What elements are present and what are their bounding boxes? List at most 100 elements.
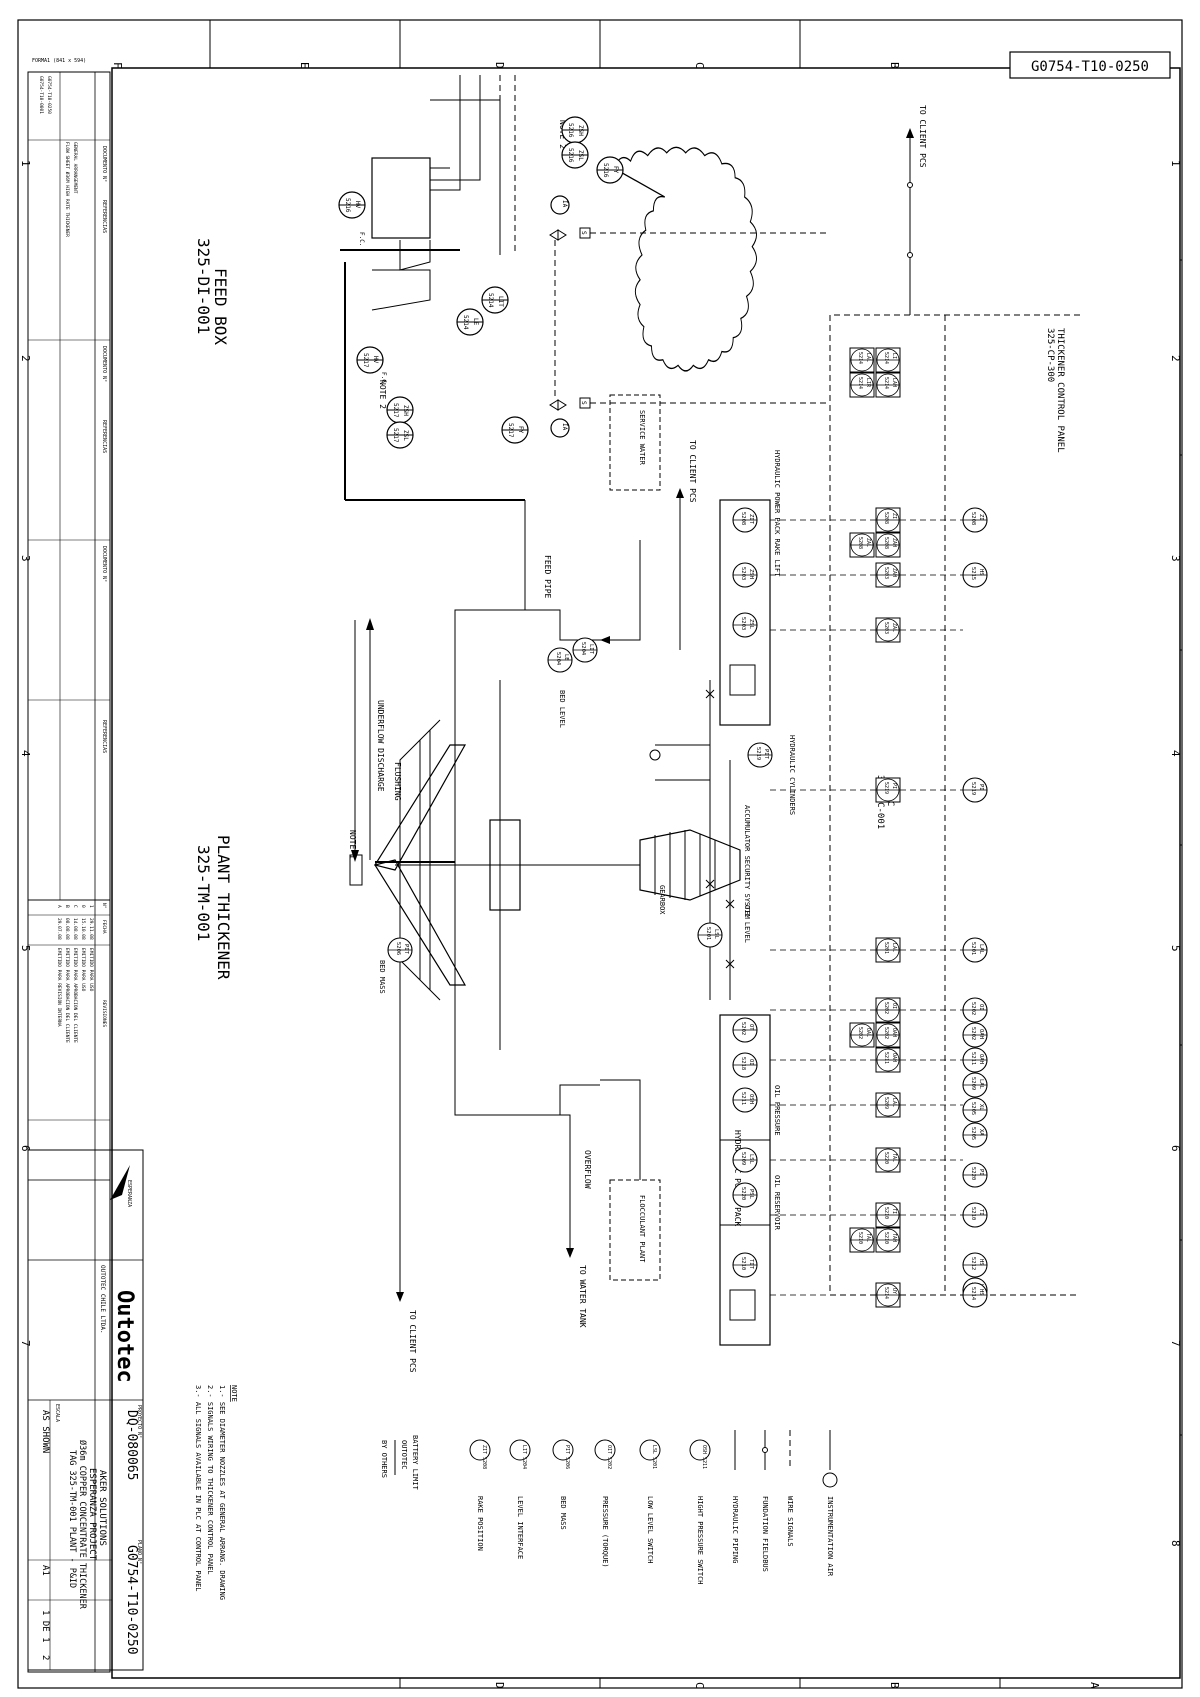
svg-text:5203: 5203: [883, 567, 889, 579]
equipment-labels: FEED BOX 325-DI-001 PLANT THICKENER 325-…: [194, 238, 233, 980]
svg-text:LSL: LSL: [748, 1154, 754, 1165]
svg-text:5220: 5220: [883, 1152, 889, 1164]
svg-text:5210: 5210: [883, 1207, 889, 1219]
svg-text:5220: 5220: [740, 1187, 746, 1200]
svg-text:THICKENER CONTROL PANEL: THICKENER CONTROL PANEL: [1055, 328, 1065, 453]
svg-text:BED MASS: BED MASS: [559, 1496, 567, 1530]
svg-text:5216: 5216: [344, 198, 351, 213]
svg-text:5219: 5219: [755, 747, 761, 760]
svg-text:HS: HS: [978, 1289, 984, 1296]
svg-text:PIT 5206: PIT 5206: [564, 1445, 570, 1469]
svg-text:5209: 5209: [883, 1097, 889, 1109]
title-block: ESPERANZA Outotec OUTOTEC CHILE LTDA. PR…: [27, 1149, 144, 1671]
svg-text:29.07.08: 29.07.08: [56, 918, 62, 940]
svg-text:5204: 5204: [555, 652, 561, 666]
svg-text:ZSH: ZSH: [748, 569, 754, 579]
svg-text:ESPERANZA PROJECT: ESPERANZA PROJECT: [87, 1468, 97, 1561]
svg-text:5210: 5210: [970, 1207, 976, 1220]
svg-text:BED LEVEL: BED LEVEL: [558, 690, 566, 728]
svg-text:A: A: [56, 905, 62, 908]
svg-text:ESPERANZA: ESPERANZA: [126, 1180, 132, 1207]
svg-text:5208: 5208: [883, 512, 889, 524]
svg-text:5203: 5203: [883, 622, 889, 634]
svg-text:5214: 5214: [487, 293, 494, 308]
svg-text:LAL: LAL: [891, 943, 897, 952]
svg-text:BATTERY LIMIT: BATTERY LIMIT: [411, 1435, 419, 1491]
svg-text:REFERENCIAS: REFERENCIAS: [101, 720, 107, 753]
svg-text:5214: 5214: [883, 377, 889, 389]
svg-text:B: B: [888, 62, 901, 69]
svg-text:OUTOTEC CHILE LTDA.: OUTOTEC CHILE LTDA.: [99, 1265, 106, 1334]
svg-text:TO WATER TANK: TO WATER TANK: [578, 1265, 587, 1328]
svg-text:5219: 5219: [970, 782, 976, 795]
svg-text:5212: 5212: [970, 1257, 976, 1270]
svg-text:OAH: OAH: [891, 1028, 897, 1037]
notes: NOTE 1.- SEE DIAMETER NOZZLES AT GENERAL…: [194, 1385, 238, 1600]
hydraulic-piping: [705, 680, 735, 1000]
svg-text:EMITIDO PARA APROBACION DEL CL: EMITIDO PARA APROBACION DEL CLIENTE: [64, 948, 70, 1043]
battery-limit: BATTERY LIMIT OUTOTEC BY OTHERS: [380, 1435, 419, 1491]
svg-text:5214: 5214: [970, 1287, 976, 1301]
svg-text:4: 4: [19, 750, 32, 757]
feed-box-valves: S S: [549, 227, 830, 411]
legend-wire-signals: WIRE SIGNALS: [786, 1430, 794, 1547]
svg-text:FEED PIPE: FEED PIPE: [543, 555, 552, 599]
svg-text:BY OTHERS: BY OTHERS: [380, 1440, 388, 1478]
svg-text:5215: 5215: [970, 567, 976, 580]
svg-text:5217: 5217: [507, 423, 514, 438]
svg-text:REVISIONES: REVISIONES: [101, 1000, 107, 1027]
svg-text:G0754-T10-0250: G0754-T10-0250: [46, 76, 52, 114]
svg-text:IA: IA: [561, 423, 568, 431]
svg-text:EMITIDO PARA USO: EMITIDO PARA USO: [88, 948, 94, 992]
svg-text:ZI: ZI: [891, 513, 897, 519]
svg-text:D: D: [493, 1682, 506, 1689]
svg-text:S: S: [580, 231, 587, 235]
svg-text:FLOW SHEET Ø36M HIGH RATE THIC: FLOW SHEET Ø36M HIGH RATE THICKENER: [64, 142, 71, 237]
svg-text:OVERFLOW: OVERFLOW: [583, 1150, 592, 1189]
svg-text:TO CLIENT PCS: TO CLIENT PCS: [408, 1310, 417, 1373]
svg-text:UNDERFLOW DISCHARGE: UNDERFLOW DISCHARGE: [376, 700, 385, 792]
svg-text:ACCUMULATOR SECURITY SYSTEM: ACCUMULATOR SECURITY SYSTEM: [743, 805, 751, 919]
svg-text:2.- SIGNALS WIRING TO THICKENE: 2.- SIGNALS WIRING TO THICKENER CONTROL …: [206, 1385, 214, 1575]
svg-text:INSTRUMENTATION AIR: INSTRUMENTATION AIR: [826, 1496, 834, 1577]
svg-text:LOW LEVEL SWITCH: LOW LEVEL SWITCH: [646, 1496, 654, 1563]
svg-text:LAH: LAH: [891, 378, 897, 387]
svg-text:TAH: TAH: [891, 1233, 897, 1242]
svg-text:FECHA: FECHA: [101, 920, 107, 934]
svg-text:08.08.08: 08.08.08: [64, 918, 70, 940]
svg-text:LE: LE: [563, 654, 569, 661]
svg-text:HIGHT PRESSURE SWITCH: HIGHT PRESSURE SWITCH: [696, 1496, 704, 1585]
svg-text:OT: OT: [748, 1024, 754, 1031]
svg-text:5214: 5214: [462, 315, 469, 330]
svg-text:5217: 5217: [392, 403, 399, 418]
svg-text:5202: 5202: [970, 1027, 976, 1040]
svg-text:5208: 5208: [883, 537, 889, 549]
svg-text:OAH: OAH: [891, 1053, 897, 1062]
svg-text:OIL LEVEL: OIL LEVEL: [743, 905, 751, 943]
hpp-rake-lift: HYDRAULIC POWER PACK RAKE LIFT HYDRAULIC…: [378, 450, 796, 994]
svg-text:LSL: LSL: [713, 929, 719, 940]
